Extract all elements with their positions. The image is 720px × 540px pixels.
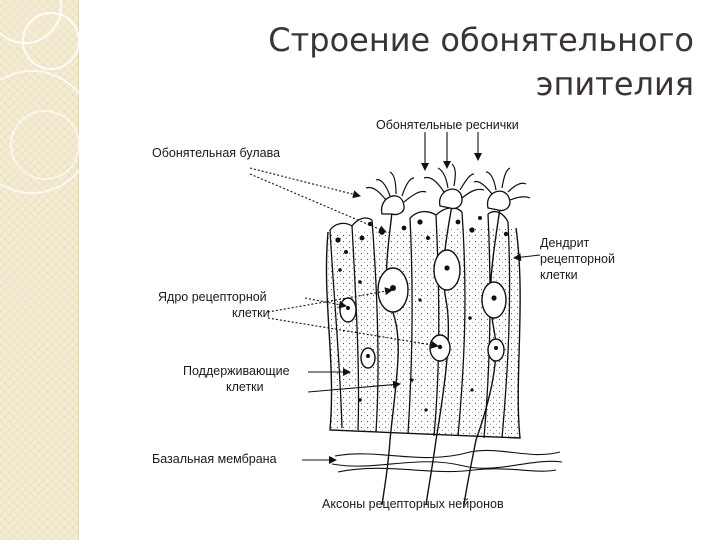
label-supporting-line-2: клетки (226, 380, 264, 394)
cilia (365, 163, 531, 203)
label-dendrite-line-3: клетки (540, 268, 578, 282)
label-olfactory-cilia: Обонятельные реснички (376, 118, 519, 132)
supporting-cells (329, 207, 511, 439)
epithelium-body (325, 227, 521, 439)
slide-title: Строение обонятельного эпителия (214, 18, 694, 106)
olfactory-club-and-cilia (381, 188, 511, 216)
decorative-ring (22, 12, 80, 70)
label-nucleus-line-2: клетки (232, 306, 270, 320)
label-axons: Аксоны рецепторных нейронов (322, 497, 504, 511)
label-olfactory-club: Обонятельная булава (152, 146, 281, 160)
slide-title-line-1: Строение обонятельного (268, 21, 694, 59)
label-supporting-line-1: Поддерживающие (183, 364, 290, 378)
decorative-side-panel (0, 0, 94, 540)
label-dendrite-line-1: Дендрит (540, 236, 590, 250)
basal-membrane (331, 449, 563, 473)
label-arrows (249, 132, 541, 464)
slide-title-line-2: эпителия (535, 65, 694, 103)
label-basal-membrane: Базальная мембрана (152, 452, 277, 466)
label-nucleus-line-1: Ядро рецепторной (158, 290, 267, 304)
decorative-ring (10, 110, 80, 180)
label-dendrite-line-2: рецепторной (540, 252, 615, 266)
